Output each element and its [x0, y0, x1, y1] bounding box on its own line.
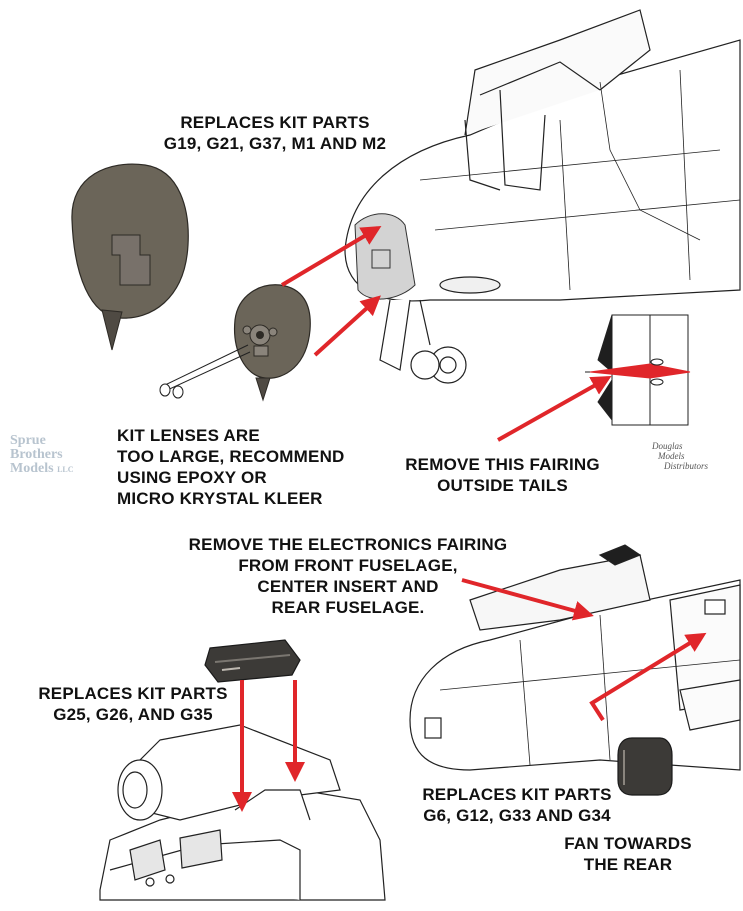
fan-part-right	[617, 737, 673, 796]
arrow-large-cone	[280, 225, 382, 287]
label-line: KIT LENSES ARE	[117, 426, 260, 445]
arrow-tail-fairing	[497, 376, 612, 442]
tail-fairing-inset	[585, 314, 691, 426]
logo-line: Models	[658, 451, 685, 461]
logo-line: Distributors	[664, 461, 709, 471]
label-kit-lenses: KIT LENSES ARE TOO LARGE, RECOMMEND USIN…	[117, 425, 367, 509]
label-line: REPLACES KIT PARTS	[422, 785, 612, 804]
nose-fuselage-drawing	[344, 9, 741, 302]
label-line: FAN TOWARDS	[564, 834, 692, 853]
label-line: REAR FUSELAGE.	[271, 598, 425, 617]
arrow-electronics	[461, 578, 594, 621]
label-line: G25, G26, AND G35	[53, 705, 213, 724]
label-line: TOO LARGE, RECOMMEND	[117, 447, 345, 466]
electronics-fairing-part-left	[204, 639, 301, 683]
label-top-replaces: REPLACES KIT PARTS G19, G21, G37, M1 AND…	[150, 112, 400, 154]
label-line: USING EPOXY OR	[117, 468, 267, 487]
label-line: CENTER INSERT AND	[257, 577, 439, 596]
label-line: REMOVE THIS FAIRING	[405, 455, 600, 474]
watermark-line: Sprue	[10, 433, 46, 448]
pointer-arrows	[232, 225, 707, 812]
label-remove-fairing: REMOVE THIS FAIRING OUTSIDE TAILS	[385, 454, 620, 496]
watermark-line: Brothers	[10, 447, 63, 462]
sprue-brothers-watermark: Sprue Brothers Models LLC	[10, 434, 74, 477]
nose-bulkhead-tab	[371, 249, 391, 269]
kit-lenses	[159, 344, 251, 399]
watermark-word: Models	[10, 461, 54, 476]
label-line: G6, G12, G33 AND G34	[423, 806, 611, 825]
label-replaces-left: REPLACES KIT PARTS G25, G26, AND G35	[33, 683, 233, 725]
label-line: REPLACES KIT PARTS	[180, 113, 370, 132]
large-nose-cone-part	[71, 163, 189, 351]
label-replaces-right: REPLACES KIT PARTS G6, G12, G33 AND G34	[408, 784, 626, 826]
label-line: REPLACES KIT PARTS	[38, 684, 228, 703]
arrow-small-cone	[313, 295, 381, 357]
douglas-models-logo: Douglas Models Distributors	[652, 441, 708, 471]
label-line: THE REAR	[583, 855, 673, 874]
label-fan-towards-rear: FAN TOWARDS THE REAR	[548, 833, 708, 875]
watermark-line: Models LLC	[10, 462, 74, 477]
nose-landing-gear	[379, 276, 501, 384]
label-electronics-fairing: REMOVE THE ELECTRONICS FAIRING FROM FRON…	[178, 534, 518, 618]
arrow-fan-direction	[589, 632, 707, 722]
label-line: REMOVE THE ELECTRONICS FAIRING	[188, 535, 508, 554]
label-line: G19, G21, G37, M1 AND M2	[163, 134, 387, 153]
small-nose-cone-part	[233, 284, 311, 402]
watermark-llc: LLC	[57, 465, 74, 474]
label-line: FROM FRONT FUSELAGE,	[238, 556, 458, 575]
label-line: OUTSIDE TAILS	[437, 476, 568, 495]
logo-line: Douglas	[652, 441, 683, 451]
engine-nacelle-drawing	[99, 724, 386, 901]
rear-fuselage-drawing	[409, 544, 741, 771]
label-line: MICRO KRYSTAL KLEER	[117, 489, 323, 508]
